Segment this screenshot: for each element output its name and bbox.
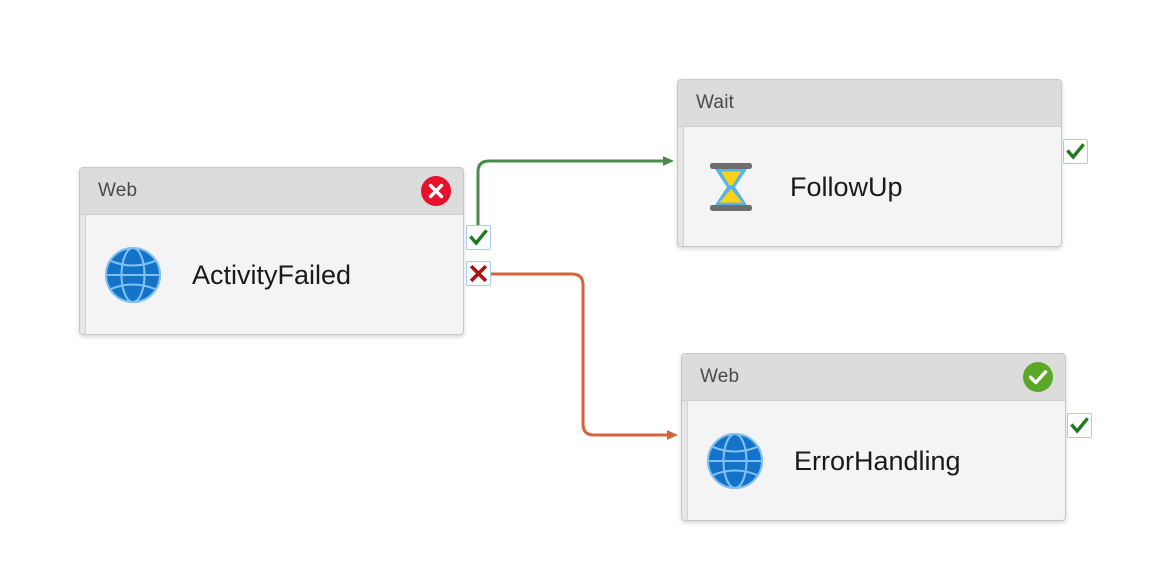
hourglass-icon [702, 158, 760, 216]
activity-failed-success-port[interactable] [466, 225, 491, 250]
error-circle-icon [421, 176, 451, 206]
node-header: Web [80, 168, 463, 215]
activity-failed-error-port[interactable] [466, 261, 491, 286]
node-follow-up[interactable]: Wait FollowUp [677, 79, 1062, 247]
node-type-label: Web [98, 180, 138, 201]
node-type-label: Wait [696, 92, 735, 113]
node-name-label: ActivityFailed [192, 259, 352, 290]
success-connector [476, 156, 674, 245]
node-accent-strip [682, 354, 688, 520]
node-activity-failed[interactable]: Web [79, 167, 464, 335]
node-body: ActivityFailed [80, 215, 463, 334]
success-circle-icon [1023, 362, 1053, 392]
node-name-label: ErrorHandling [794, 445, 961, 476]
node-header: Web [682, 354, 1065, 401]
follow-up-success-port[interactable] [1063, 139, 1088, 164]
error-connector [490, 272, 678, 440]
cross-icon [469, 264, 488, 283]
globe-icon [104, 246, 162, 304]
error-handling-success-port[interactable] [1067, 413, 1092, 438]
node-accent-strip [80, 168, 86, 334]
check-icon [469, 229, 488, 246]
node-error-handling[interactable]: Web [681, 353, 1066, 521]
node-body: FollowUp [678, 127, 1061, 246]
node-type-label: Web [700, 366, 740, 387]
node-body: ErrorHandling [682, 401, 1065, 520]
node-header: Wait [678, 80, 1061, 127]
globe-icon [706, 432, 764, 490]
check-icon [1070, 417, 1089, 434]
node-accent-strip [678, 80, 684, 246]
node-name-label: FollowUp [790, 171, 903, 202]
check-icon [1066, 143, 1085, 160]
